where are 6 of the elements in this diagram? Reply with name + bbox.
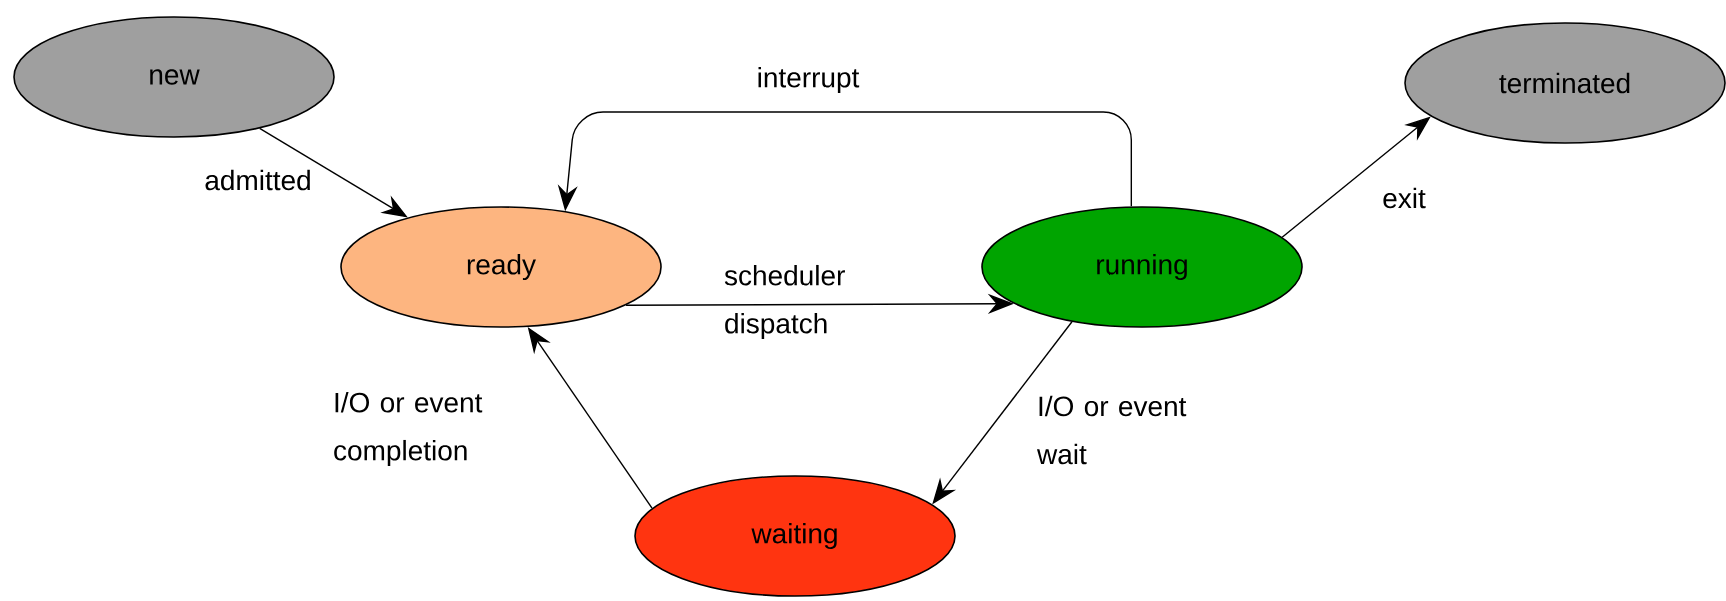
edge-label: exit bbox=[1383, 187, 1426, 209]
edge-label: interrupt bbox=[758, 66, 860, 94]
edge-label: I/O or event wait bbox=[1037, 395, 1187, 465]
edge-label: scheduler dispatch bbox=[724, 264, 845, 340]
edge-label: admitted bbox=[205, 169, 310, 191]
edge-label: I/O or event completion bbox=[334, 391, 483, 467]
